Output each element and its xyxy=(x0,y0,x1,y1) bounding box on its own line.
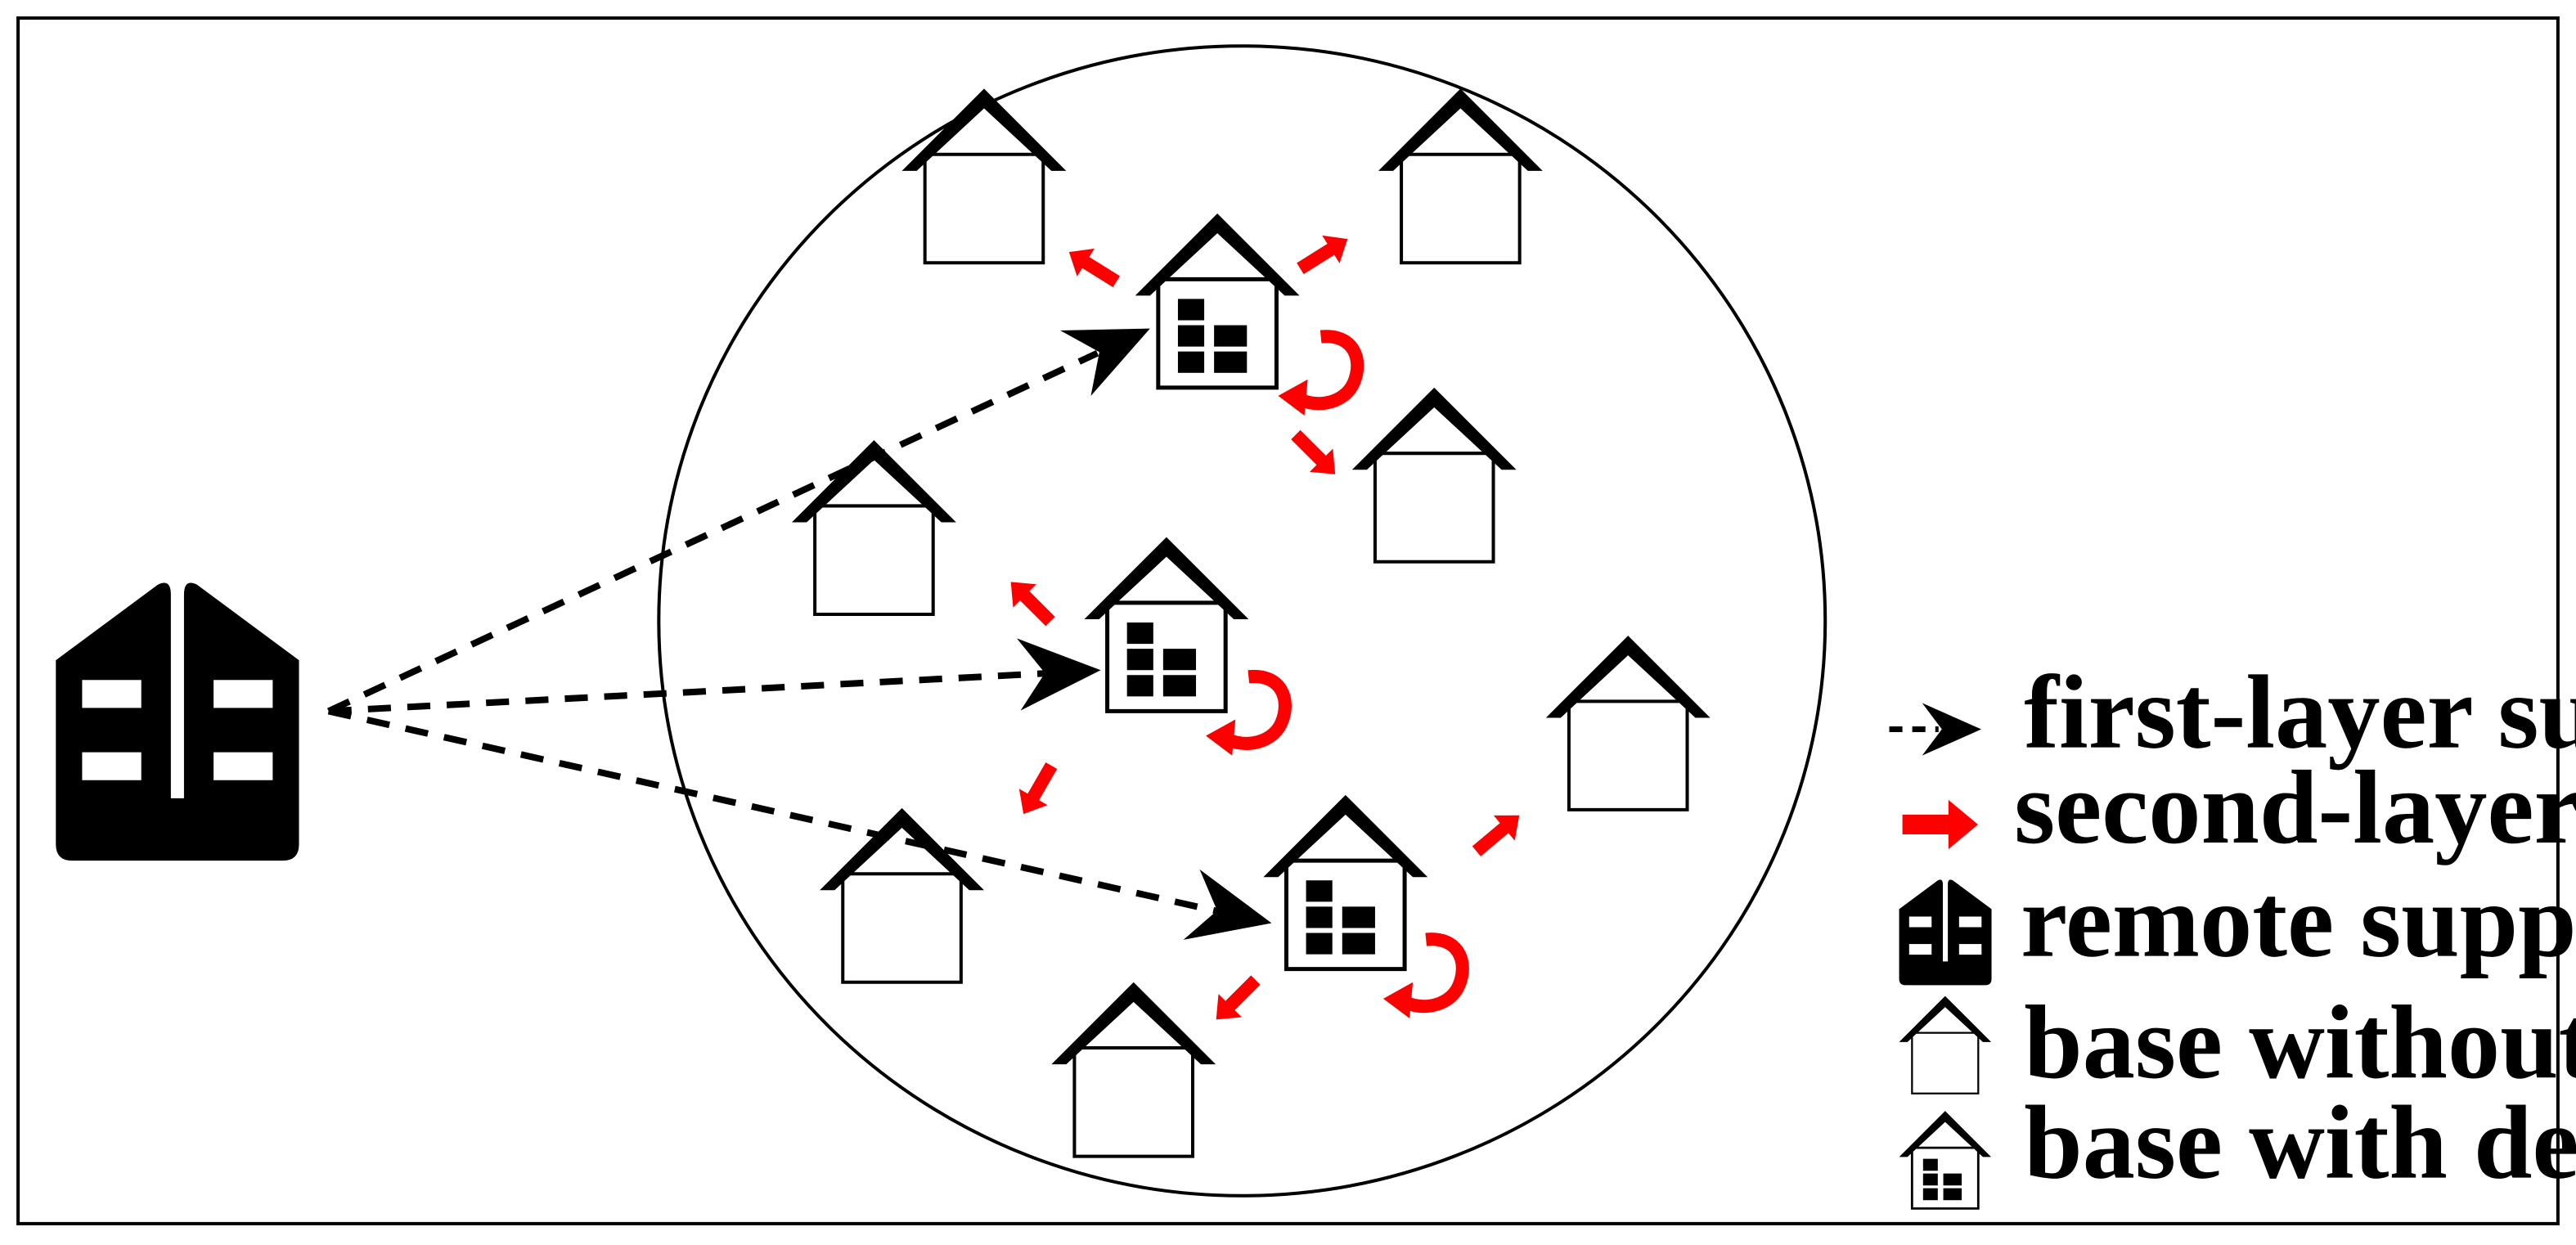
base-without-depot-icon xyxy=(1051,982,1216,1157)
base-without-depot-icon xyxy=(1546,636,1711,810)
second-layer-arrow xyxy=(1284,423,1347,486)
base-without-depot-icon xyxy=(902,88,1067,263)
second-layer-arrow xyxy=(1291,225,1356,283)
first-layer-arrowhead-middle xyxy=(1016,634,1103,711)
legend-first-layer-symbol xyxy=(1889,703,1981,756)
legend-remote-supplier-label: remote supplier xyxy=(2021,862,2576,979)
first-layer-supply-lines xyxy=(326,350,1221,915)
second-layer-arrow xyxy=(1204,968,1268,1032)
legend-base-without-depot-label: base without depot xyxy=(2024,983,2576,1100)
legend-second-layer-label: second-layer supply xyxy=(2014,748,2576,865)
first-layer-line-top xyxy=(326,350,1099,715)
remote-supplier-icon xyxy=(56,582,299,861)
second-layer-arrow xyxy=(999,570,1063,633)
base-without-depot-icon xyxy=(792,440,956,614)
second-layer-arrow xyxy=(1009,757,1066,823)
legend-remote-supplier-icon xyxy=(1899,879,1992,986)
base-without-depot-icon xyxy=(820,808,984,982)
base-without-depot-icon xyxy=(1352,388,1517,562)
base-with-depot-icon xyxy=(1084,537,1248,712)
legend-second-layer-symbol xyxy=(1902,799,1978,850)
self-supply-loop xyxy=(1278,336,1357,416)
diagram-frame xyxy=(16,16,2560,1225)
base-region-circle xyxy=(657,44,1827,1198)
first-layer-arrowhead-top xyxy=(1060,295,1166,397)
legend: first-layer supply second-layer supply r… xyxy=(1889,654,2576,1210)
legend-base-without-depot-icon xyxy=(1898,995,1993,1094)
first-layer-line-middle xyxy=(328,670,1045,715)
legend-base-with-depot-label: base with depot xyxy=(2024,1084,2576,1201)
first-layer-line-bottom xyxy=(327,708,1221,915)
first-layer-arrowhead-bottom xyxy=(1183,869,1280,959)
base-with-depot-icon xyxy=(1135,213,1300,388)
legend-first-layer-label: first-layer supply xyxy=(2024,654,2576,771)
legend-base-with-depot-icon xyxy=(1898,1109,1993,1210)
second-layer-arrow xyxy=(1466,802,1531,865)
second-layer-arrow xyxy=(1060,238,1126,296)
base-with-depot-icon xyxy=(1263,795,1427,969)
